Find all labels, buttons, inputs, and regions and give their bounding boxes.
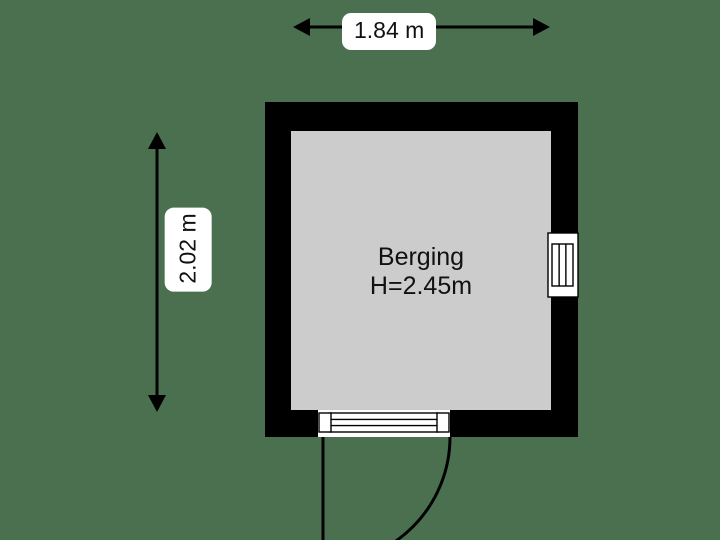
door-jamb-right — [436, 412, 450, 433]
arrowhead-left — [293, 18, 310, 36]
door-jamb-left — [318, 412, 332, 433]
dimension-label-width: 1.84 m — [342, 13, 437, 50]
window-glazing — [551, 243, 574, 287]
door-sash — [329, 412, 439, 433]
arrowhead-bottom — [148, 395, 166, 412]
dimension-arrow-height — [148, 132, 166, 412]
arrowhead-right — [533, 18, 550, 36]
arrowhead-top — [148, 132, 166, 149]
door-swing-arc — [394, 436, 452, 540]
room-floor — [291, 131, 551, 410]
dimension-label-height: 2.02 m — [164, 207, 212, 292]
window-opening — [547, 232, 579, 298]
door-opening — [318, 410, 450, 437]
door-swing — [321, 436, 452, 540]
